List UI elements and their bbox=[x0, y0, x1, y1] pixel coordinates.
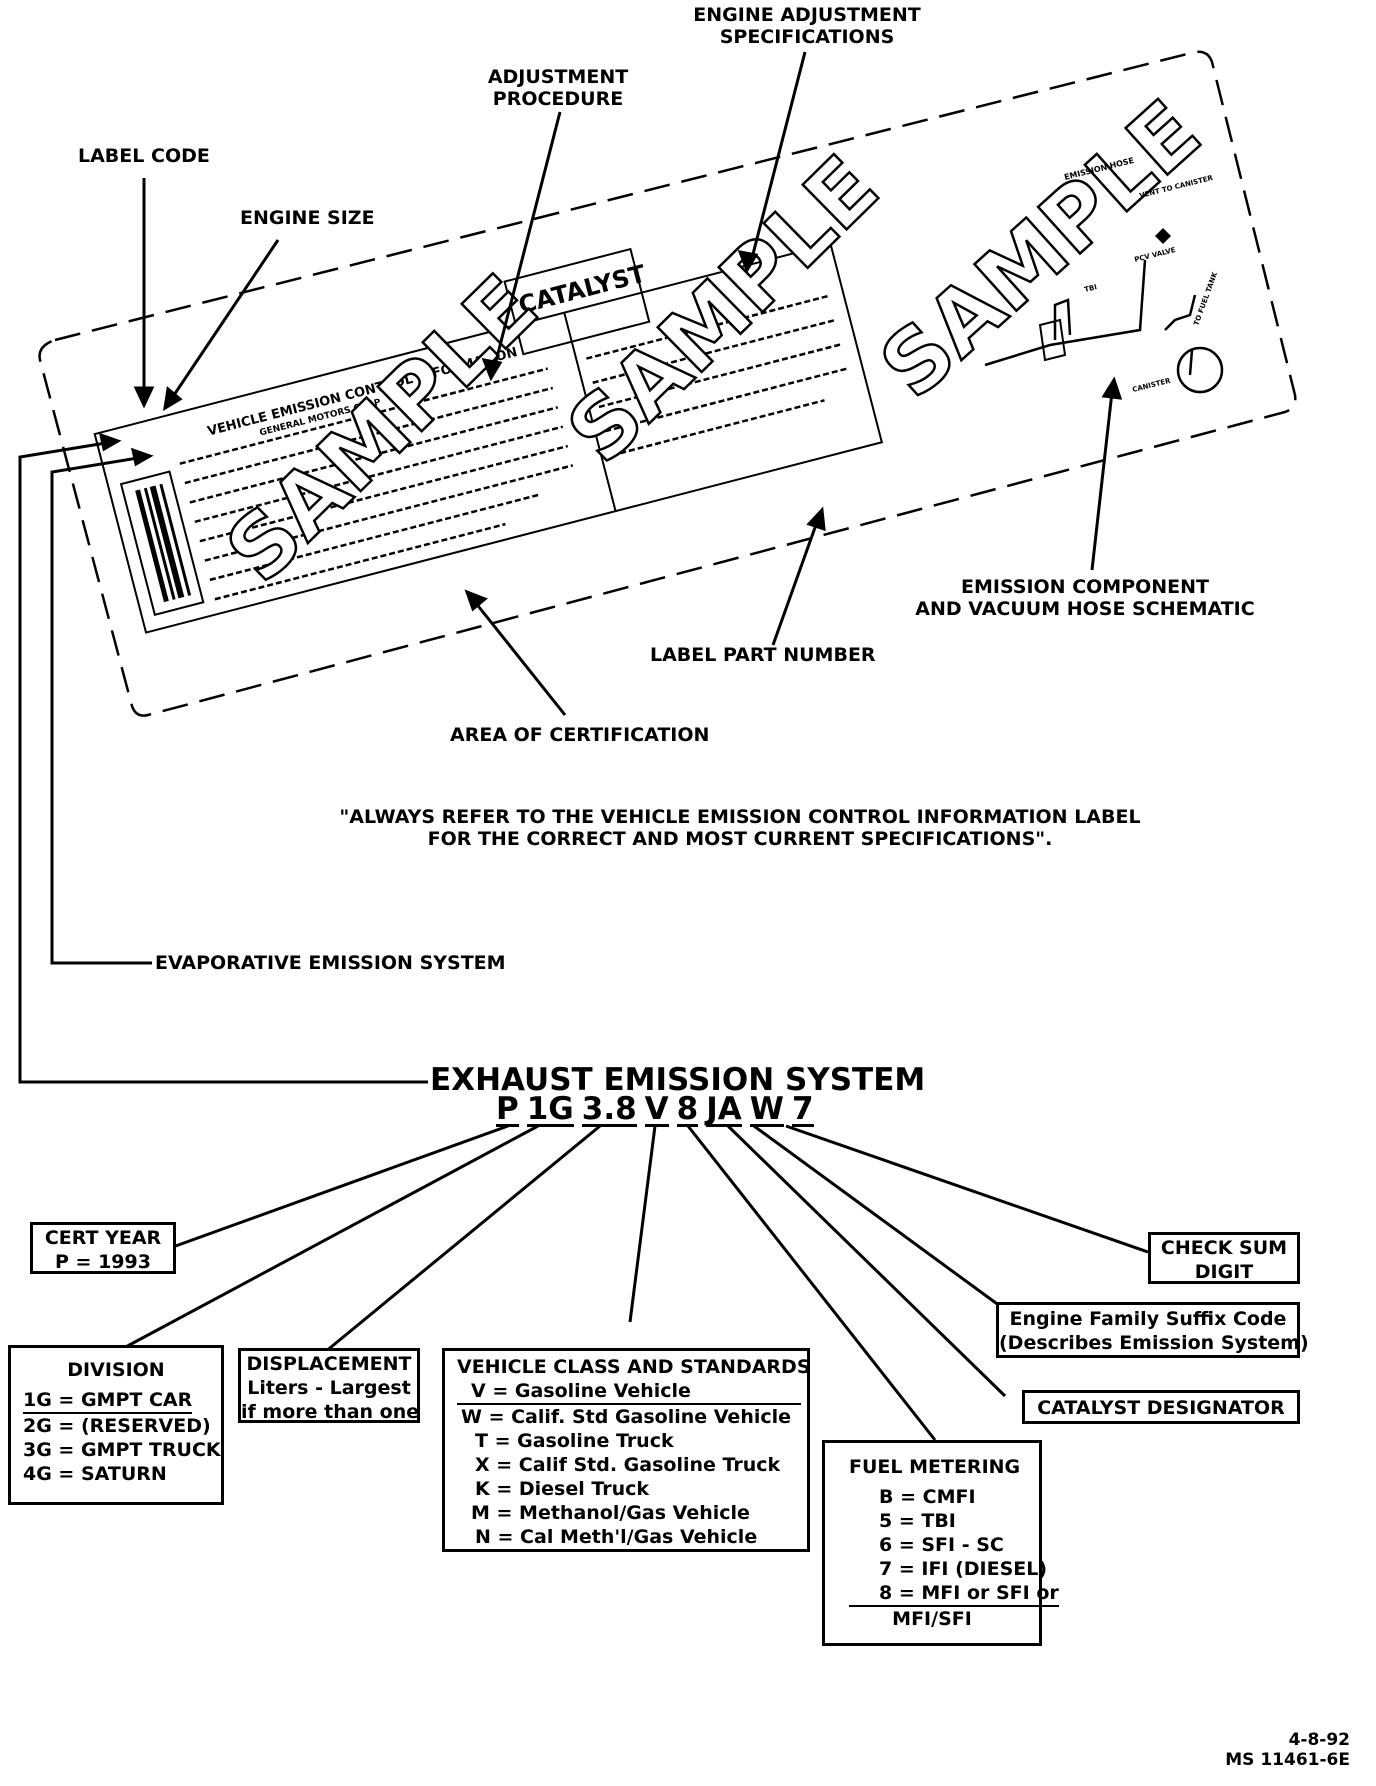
code-vehicle-class: V bbox=[644, 1091, 669, 1127]
division-row: 1G = GMPT CAR bbox=[23, 1388, 193, 1414]
box-line: CERT YEAR bbox=[44, 1227, 162, 1249]
code-check-sum: 7 bbox=[791, 1091, 814, 1127]
box-title: FUEL METERING bbox=[849, 1456, 1021, 1478]
sample-watermark: SAMPLE bbox=[549, 137, 898, 482]
box-line: P = 1993 bbox=[55, 1251, 151, 1273]
vehicle-class-row: X = Calif Std. Gasoline Truck bbox=[475, 1454, 781, 1476]
callout-line: AND VACUUM HOSE SCHEMATIC bbox=[915, 598, 1255, 620]
quote-line: "ALWAYS REFER TO THE VEHICLE EMISSION CO… bbox=[339, 806, 1141, 828]
fuel-metering-row: 8 = MFI or SFI or bbox=[849, 1581, 1059, 1607]
hose-label: CANISTER bbox=[1132, 377, 1172, 394]
hose-label: PCV VALVE bbox=[1134, 246, 1177, 264]
callout-evaporative-emission-system: EVAPORATIVE EMISSION SYSTEM bbox=[155, 952, 506, 974]
vehicle-class-row: M = Methanol/Gas Vehicle bbox=[471, 1502, 750, 1524]
box-cert-year: CERT YEAR P = 1993 bbox=[30, 1222, 176, 1274]
quote-line: FOR THE CORRECT AND MOST CURRENT SPECIFI… bbox=[427, 828, 1053, 850]
box-line: DISPLACEMENT bbox=[246, 1353, 412, 1375]
code-cert-year: P bbox=[496, 1091, 519, 1127]
callout-area-of-certification: AREA OF CERTIFICATION bbox=[450, 724, 710, 746]
box-line: CHECK SUM bbox=[1160, 1237, 1288, 1259]
hose-label: TO FUEL TANK bbox=[1192, 271, 1219, 327]
code-suffix: W bbox=[749, 1091, 784, 1127]
box-fuel-metering: FUEL METERING B = CMFI 5 = TBI 6 = SFI -… bbox=[822, 1440, 1059, 1646]
vehicle-class-row: K = Diesel Truck bbox=[475, 1478, 650, 1500]
exhaust-emission-title: EXHAUST EMISSION SYSTEM bbox=[430, 1062, 926, 1098]
box-line: CATALYST DESIGNATOR bbox=[1037, 1397, 1285, 1419]
vehicle-class-row: V = Gasoline Vehicle bbox=[457, 1379, 801, 1405]
barcode-icon bbox=[135, 483, 192, 603]
specifications-quote: "ALWAYS REFER TO THE VEHICLE EMISSION CO… bbox=[320, 806, 1160, 850]
callout-engine-size: ENGINE SIZE bbox=[240, 207, 375, 229]
hose-label: TBI bbox=[1084, 283, 1098, 294]
division-row: 2G = (RESERVED) bbox=[23, 1415, 211, 1437]
callout-label-part-number: LABEL PART NUMBER bbox=[650, 644, 876, 666]
box-vehicle-class: VEHICLE CLASS AND STANDARDS V = Gasoline… bbox=[442, 1348, 811, 1552]
callout-line: ADJUSTMENT bbox=[487, 66, 629, 88]
callout-line: PROCEDURE bbox=[492, 88, 624, 110]
box-displacement: DISPLACEMENT Liters - Largest if more th… bbox=[238, 1348, 420, 1423]
box-line: Liters - Largest bbox=[247, 1377, 411, 1399]
vehicle-class-row: N = Cal Meth'l/Gas Vehicle bbox=[475, 1526, 758, 1548]
box-catalyst-designator: CATALYST DESIGNATOR bbox=[1022, 1390, 1300, 1424]
fuel-metering-row: B = CMFI bbox=[879, 1486, 976, 1508]
footer-reference: 4-8-92 MS 11461-6E bbox=[1210, 1730, 1350, 1770]
fuel-metering-row: 6 = SFI - SC bbox=[879, 1534, 1004, 1556]
code-displacement: 3.8 bbox=[581, 1091, 637, 1127]
leader-lines bbox=[18, 432, 428, 1084]
footer-code: MS 11461-6E bbox=[1225, 1750, 1350, 1770]
callout-engine-adjustment-specifications: ENGINE ADJUSTMENT SPECIFICATIONS bbox=[682, 4, 932, 48]
box-line: DIGIT bbox=[1194, 1261, 1254, 1283]
box-line: Engine Family Suffix Code bbox=[1009, 1308, 1287, 1330]
division-row: 4G = SATURN bbox=[23, 1463, 167, 1485]
barcode-strip bbox=[119, 470, 205, 617]
callout-adjustment-procedure: ADJUSTMENT PROCEDURE bbox=[458, 66, 658, 110]
vehicle-class-row: W = Calif. Std Gasoline Vehicle bbox=[461, 1406, 792, 1428]
division-row: 3G = GMPT TRUCK bbox=[23, 1439, 221, 1461]
code-division: 1G bbox=[526, 1091, 574, 1127]
callout-line: EMISSION COMPONENT bbox=[960, 576, 1210, 598]
code-fuel-metering: 8 bbox=[676, 1091, 699, 1127]
box-engine-family-suffix: Engine Family Suffix Code (Describes Emi… bbox=[996, 1302, 1309, 1358]
callout-label-code: LABEL CODE bbox=[78, 145, 210, 167]
emission-label-sample: VEHICLE EMISSION CONTROL INFORMATION GEN… bbox=[93, 136, 899, 634]
box-line: (Describes Emission System) bbox=[999, 1332, 1309, 1354]
callout-emission-component: EMISSION COMPONENT AND VACUUM HOSE SCHEM… bbox=[905, 576, 1265, 620]
fuel-metering-row: 7 = IFI (DIESEL) bbox=[879, 1558, 1048, 1580]
vehicle-class-row: T = Gasoline Truck bbox=[475, 1430, 674, 1452]
callout-arrows bbox=[133, 51, 1123, 716]
box-check-sum-digit: CHECK SUM DIGIT bbox=[1148, 1232, 1300, 1284]
code-connectors bbox=[119, 1124, 1149, 1441]
box-division: DIVISION 1G = GMPT CAR 2G = (RESERVED) 3… bbox=[8, 1345, 224, 1505]
label-outline bbox=[38, 50, 1297, 717]
box-line: if more than one bbox=[241, 1401, 420, 1423]
code-catalyst: JA bbox=[706, 1091, 742, 1127]
box-title: VEHICLE CLASS AND STANDARDS bbox=[457, 1356, 811, 1378]
callout-line: ENGINE ADJUSTMENT bbox=[693, 4, 921, 26]
footer-date: 4-8-92 bbox=[1288, 1730, 1350, 1750]
callout-line: SPECIFICATIONS bbox=[719, 26, 895, 48]
fuel-metering-row: MFI/SFI bbox=[892, 1608, 972, 1630]
vacuum-hose-schematic: SAMPLE EMISSION HOSE VENT TO CANISTER PC… bbox=[861, 81, 1224, 419]
box-title: DIVISION bbox=[67, 1359, 165, 1381]
fuel-metering-row: 5 = TBI bbox=[879, 1510, 956, 1532]
